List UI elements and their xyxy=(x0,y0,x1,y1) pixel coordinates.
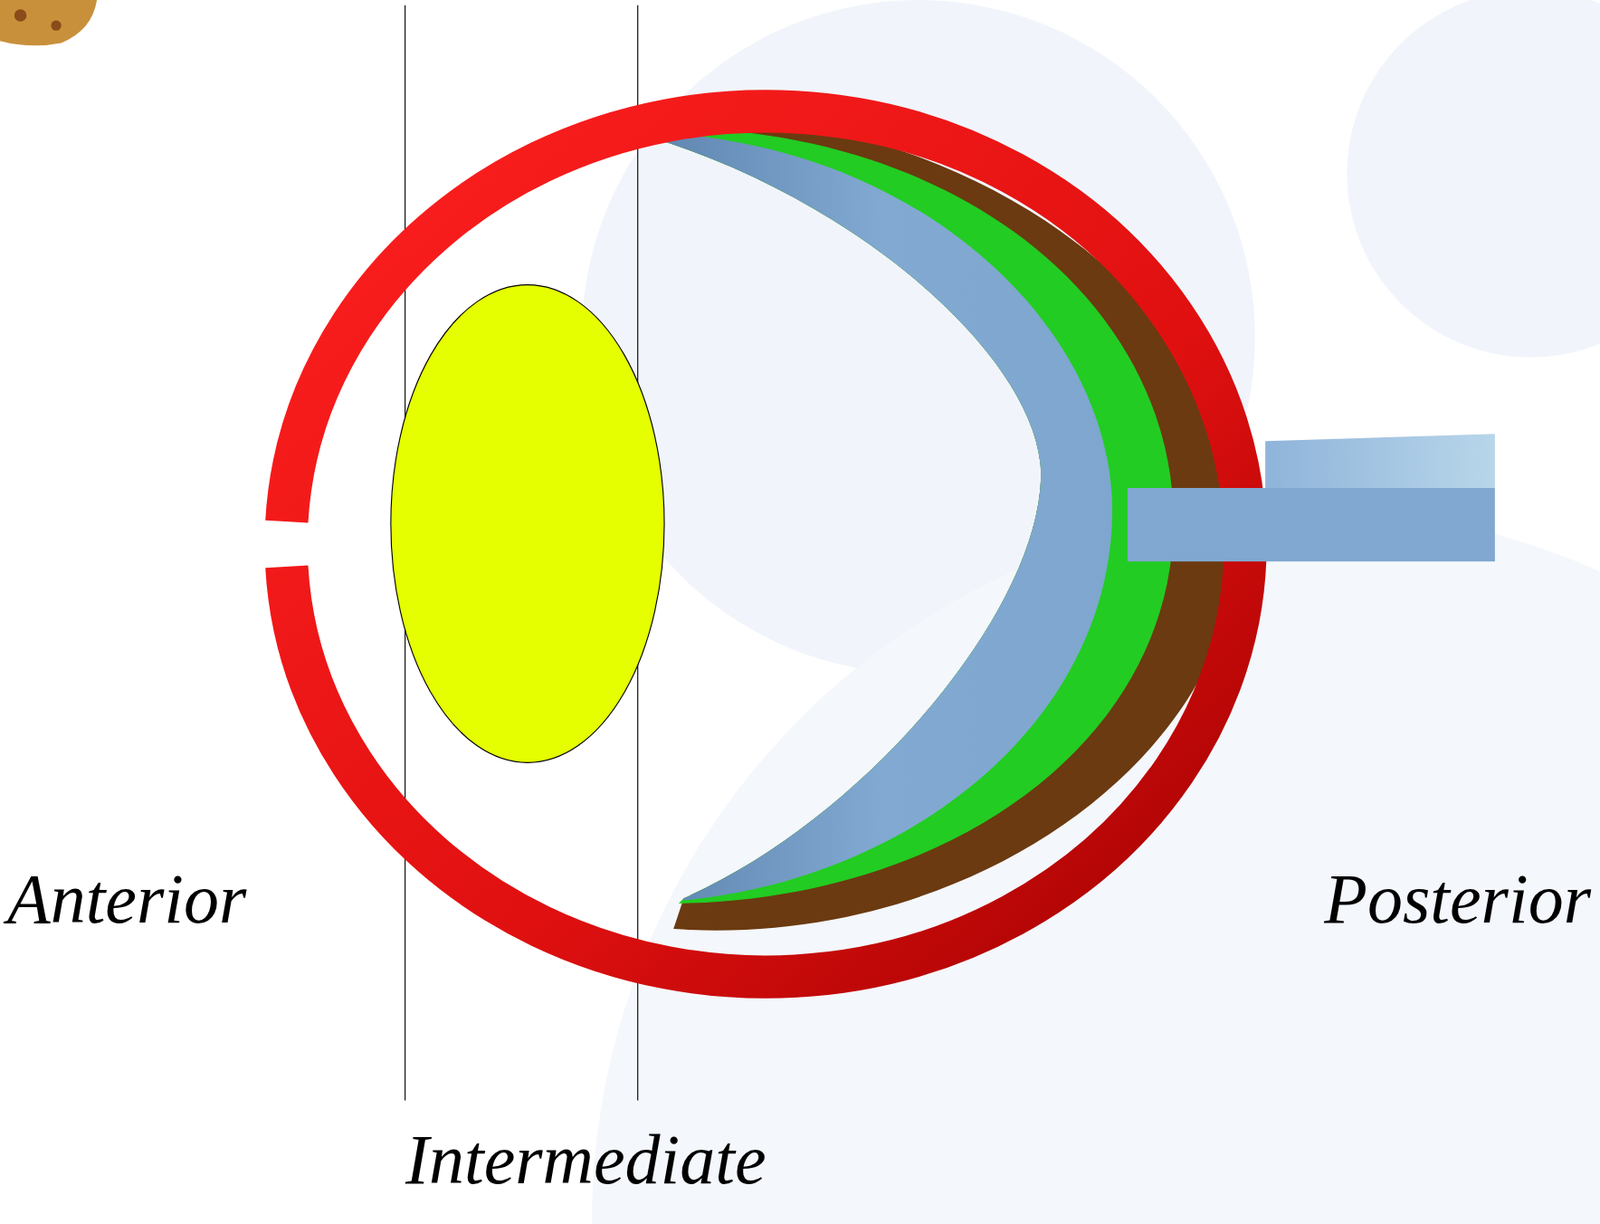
lens xyxy=(390,285,665,763)
region-label: Intermediate xyxy=(405,1118,767,1200)
optic-nerve xyxy=(1127,433,1496,562)
corner-fragment xyxy=(0,0,97,46)
region-label: Posterior xyxy=(1323,857,1591,940)
region-label: Anterior xyxy=(7,857,247,940)
retina-layer xyxy=(653,133,1113,901)
background-shapes xyxy=(581,0,1600,1224)
sclera-ring xyxy=(286,111,1246,977)
